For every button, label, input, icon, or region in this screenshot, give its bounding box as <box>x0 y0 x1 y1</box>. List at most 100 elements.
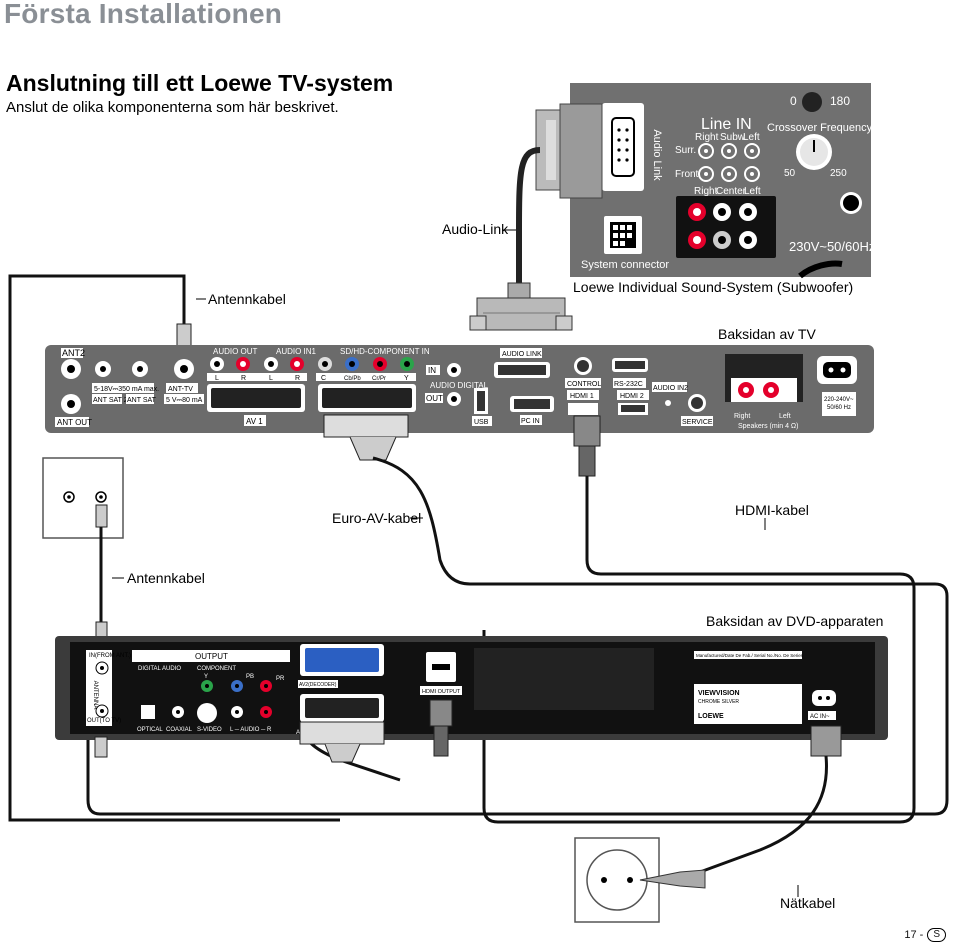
svg-text:AUDIO IN1: AUDIO IN1 <box>276 347 317 356</box>
svg-text:250: 250 <box>830 168 847 179</box>
label-antennkabel-bottom: Antennkabel <box>127 570 205 586</box>
svg-text:PC IN: PC IN <box>521 418 540 425</box>
svg-text:5-18V⎓350 mA max.: 5-18V⎓350 mA max. <box>94 386 159 393</box>
svg-text:5 V⎓80 mA: 5 V⎓80 mA <box>166 397 203 404</box>
svg-text:DIGITAL AUDIO: DIGITAL AUDIO <box>138 666 181 672</box>
svg-text:230V~50/60Hz: 230V~50/60Hz <box>789 239 875 254</box>
svg-text:COMPONENT: COMPONENT <box>197 666 236 672</box>
svg-text:ANT SAT: ANT SAT <box>127 397 157 404</box>
svg-text:50: 50 <box>784 168 796 179</box>
svg-text:Center: Center <box>716 186 747 197</box>
sub-audio-link-label: Audio Link <box>651 129 663 181</box>
svg-text:S-VIDEO: S-VIDEO <box>197 727 222 733</box>
svg-text:Y: Y <box>204 674 208 680</box>
svg-text:Cb/Pb: Cb/Pb <box>344 376 361 382</box>
svg-text:AUDIO LINK: AUDIO LINK <box>502 351 542 358</box>
wall-antenna-socket <box>42 457 124 645</box>
svg-text:AV2(DECODER): AV2(DECODER) <box>299 682 337 688</box>
svg-text:Front: Front <box>675 169 699 180</box>
svg-text:AV 1: AV 1 <box>246 417 263 426</box>
svg-text:0: 0 <box>790 94 797 108</box>
svg-text:L: L <box>269 375 273 382</box>
svg-text:PB: PB <box>246 674 254 680</box>
svg-text:HDMI 1: HDMI 1 <box>570 393 594 400</box>
label-audio-link: Audio-Link <box>442 221 509 237</box>
svg-text:HDMI OUTPUT: HDMI OUTPUT <box>422 689 461 695</box>
svg-text:Cr/Pr: Cr/Pr <box>372 376 386 382</box>
svg-text:OUTPUT: OUTPUT <box>195 652 228 661</box>
svg-text:ANTENNA: ANTENNA <box>92 681 98 710</box>
label-euro-av: Euro-AV-kabel <box>332 510 422 526</box>
svg-text:COAXIAL: COAXIAL <box>166 727 193 733</box>
svg-text:R: R <box>241 375 246 382</box>
svg-text:ANT SAT 2: ANT SAT 2 <box>93 397 128 404</box>
audio-link-cable <box>469 103 603 331</box>
sub-line-in: Line IN <box>701 116 752 133</box>
power-cable <box>699 725 842 874</box>
svg-text:IN(FROM ANT.): IN(FROM ANT.) <box>89 653 131 659</box>
svg-text:RS-232C: RS-232C <box>614 381 643 388</box>
svg-text:AC IN~: AC IN~ <box>810 714 830 720</box>
phase-knob <box>802 92 822 112</box>
svg-text:OUT: OUT <box>426 394 443 403</box>
svg-text:Subw.: Subw. <box>720 132 747 143</box>
svg-text:PR: PR <box>276 676 285 682</box>
dvd-panel: IN(FROM ANT.) ANTENNA OUT(TO TV) OUTPUT … <box>55 636 888 740</box>
label-subwoofer: Loewe Individual Sound-System (Subwoofer… <box>573 279 854 295</box>
svg-text:AUDIO IN2: AUDIO IN2 <box>653 385 688 392</box>
svg-text:L: L <box>215 375 219 382</box>
svg-text:Right: Right <box>734 413 750 420</box>
svg-text:Left: Left <box>743 132 760 143</box>
tv-panel: ANT2 ANT OUT 5-18V⎓350 mA max. ANT SAT 2… <box>45 345 874 433</box>
page-heading: Anslutning till ett Loewe TV-system <box>6 70 394 96</box>
svg-text:ANT OUT: ANT OUT <box>57 418 92 427</box>
svg-text:OPTICAL: OPTICAL <box>137 727 163 733</box>
svg-text:Left: Left <box>744 186 761 197</box>
svg-text:HDMI 2: HDMI 2 <box>620 393 644 400</box>
svg-text:L ─ AUDIO ─ R: L ─ AUDIO ─ R <box>230 727 272 733</box>
svg-text:SD/HD-COMPONENT IN: SD/HD-COMPONENT IN <box>340 347 430 356</box>
svg-text:220-240V~: 220-240V~ <box>824 397 854 403</box>
svg-text:Right: Right <box>695 132 719 143</box>
svg-text:AUDIO DIGITAL: AUDIO DIGITAL <box>430 381 489 390</box>
svg-text:OUT(TO TV): OUT(TO TV) <box>87 718 121 724</box>
svg-text:180: 180 <box>830 94 850 108</box>
svg-text:USB: USB <box>474 419 489 426</box>
page-number: 17 - S <box>904 928 946 942</box>
svg-text:Left: Left <box>779 413 791 420</box>
svg-text:Surr.: Surr. <box>675 145 696 156</box>
svg-text:ANT2: ANT2 <box>62 348 85 358</box>
svg-text:CHROME SILVER: CHROME SILVER <box>698 699 739 705</box>
label-hdmi-kabel: HDMI-kabel <box>735 502 809 518</box>
svg-text:Y: Y <box>404 375 409 382</box>
page-number-text: 17 - <box>904 929 924 941</box>
scart-cable <box>86 414 949 816</box>
svg-text:Phase: Phase <box>796 73 827 85</box>
svg-text:System connector: System connector <box>581 259 669 271</box>
svg-text:C: C <box>321 375 326 382</box>
svg-text:Speakers (min 4 Ω): Speakers (min 4 Ω) <box>738 423 798 430</box>
svg-text:AUDIO OUT: AUDIO OUT <box>213 347 258 356</box>
label-natkabel: Nätkabel <box>780 895 836 911</box>
svg-text:CONTROL: CONTROL <box>567 381 601 388</box>
svg-text:LOEWE: LOEWE <box>698 713 724 720</box>
label-baksidan-tv: Baksidan av TV <box>718 326 816 342</box>
subwoofer-panel: Audio Link Line IN Right Subw. Left Surr… <box>570 73 875 279</box>
svg-text:ANT-TV: ANT-TV <box>168 386 193 393</box>
svg-text:50/60 Hz: 50/60 Hz <box>827 405 851 411</box>
section-title: Första Installationen <box>4 0 283 29</box>
label-antennkabel-top: Antennkabel <box>208 291 286 307</box>
hdmi-cable <box>482 415 916 824</box>
svg-text:Right: Right <box>694 186 718 197</box>
svg-text:Manufactured/Date De Fab./ Ser: Manufactured/Date De Fab./ Serial No./No… <box>696 653 804 658</box>
label-baksidan-dvd: Baksidan av DVD-apparaten <box>706 613 884 629</box>
wall-power-socket <box>574 837 706 923</box>
svg-text:VIEWVISION: VIEWVISION <box>698 690 740 697</box>
svg-text:Crossover Frequency: Crossover Frequency <box>767 122 873 134</box>
page-subheading: Anslut de olika komponenterna som här be… <box>6 99 339 116</box>
page-letter-badge: S <box>927 928 946 942</box>
svg-text:IN: IN <box>428 366 436 375</box>
svg-text:R: R <box>295 375 300 382</box>
svg-text:SERVICE: SERVICE <box>682 419 713 426</box>
